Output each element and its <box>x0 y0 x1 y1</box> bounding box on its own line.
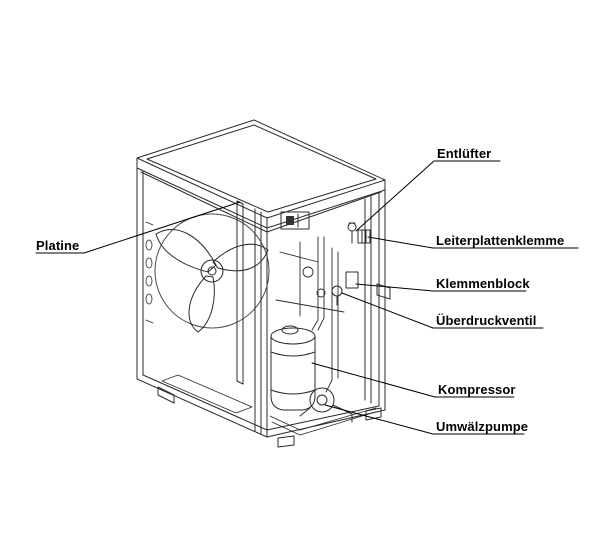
leader-umwaelzpumpe <box>324 404 525 435</box>
compressor <box>270 325 316 411</box>
label-umwaelzpumpe: Umwälzpumpe <box>436 419 529 434</box>
fan-support <box>236 200 244 385</box>
leader-klemmenblock <box>355 283 527 292</box>
label-entluefter: Entlüfter <box>437 146 492 161</box>
leader-ueberdruckventil <box>341 292 544 329</box>
leader-kompressor <box>311 362 515 398</box>
back-panel <box>364 195 372 404</box>
base-pan <box>149 374 253 419</box>
foot-right <box>365 407 382 421</box>
leader-leiterplattenklemme <box>367 236 579 249</box>
label-leiterplattenklemme: Leiterplattenklemme <box>436 233 565 248</box>
label-platine: Platine <box>36 238 80 253</box>
cabinet-frame <box>136 167 386 448</box>
right-base-frame <box>269 407 377 436</box>
leader-platine <box>35 201 241 254</box>
control-box <box>280 211 310 230</box>
fan-assembly <box>154 213 270 333</box>
partition-panel <box>254 208 262 435</box>
leader-entluefter <box>355 160 501 232</box>
air-vent <box>347 222 357 244</box>
foot-left <box>157 386 175 404</box>
foot-middle <box>277 435 295 448</box>
label-ueberdruckventil: Überdruckventil <box>436 313 537 328</box>
evaporator-fins <box>145 221 154 324</box>
pcb-terminal <box>357 229 371 244</box>
label-klemmenblock: Klemmenblock <box>436 276 530 291</box>
leader-lines <box>35 160 579 435</box>
pressure-relief-valve <box>331 285 343 306</box>
label-kompressor: Kompressor <box>438 382 516 397</box>
